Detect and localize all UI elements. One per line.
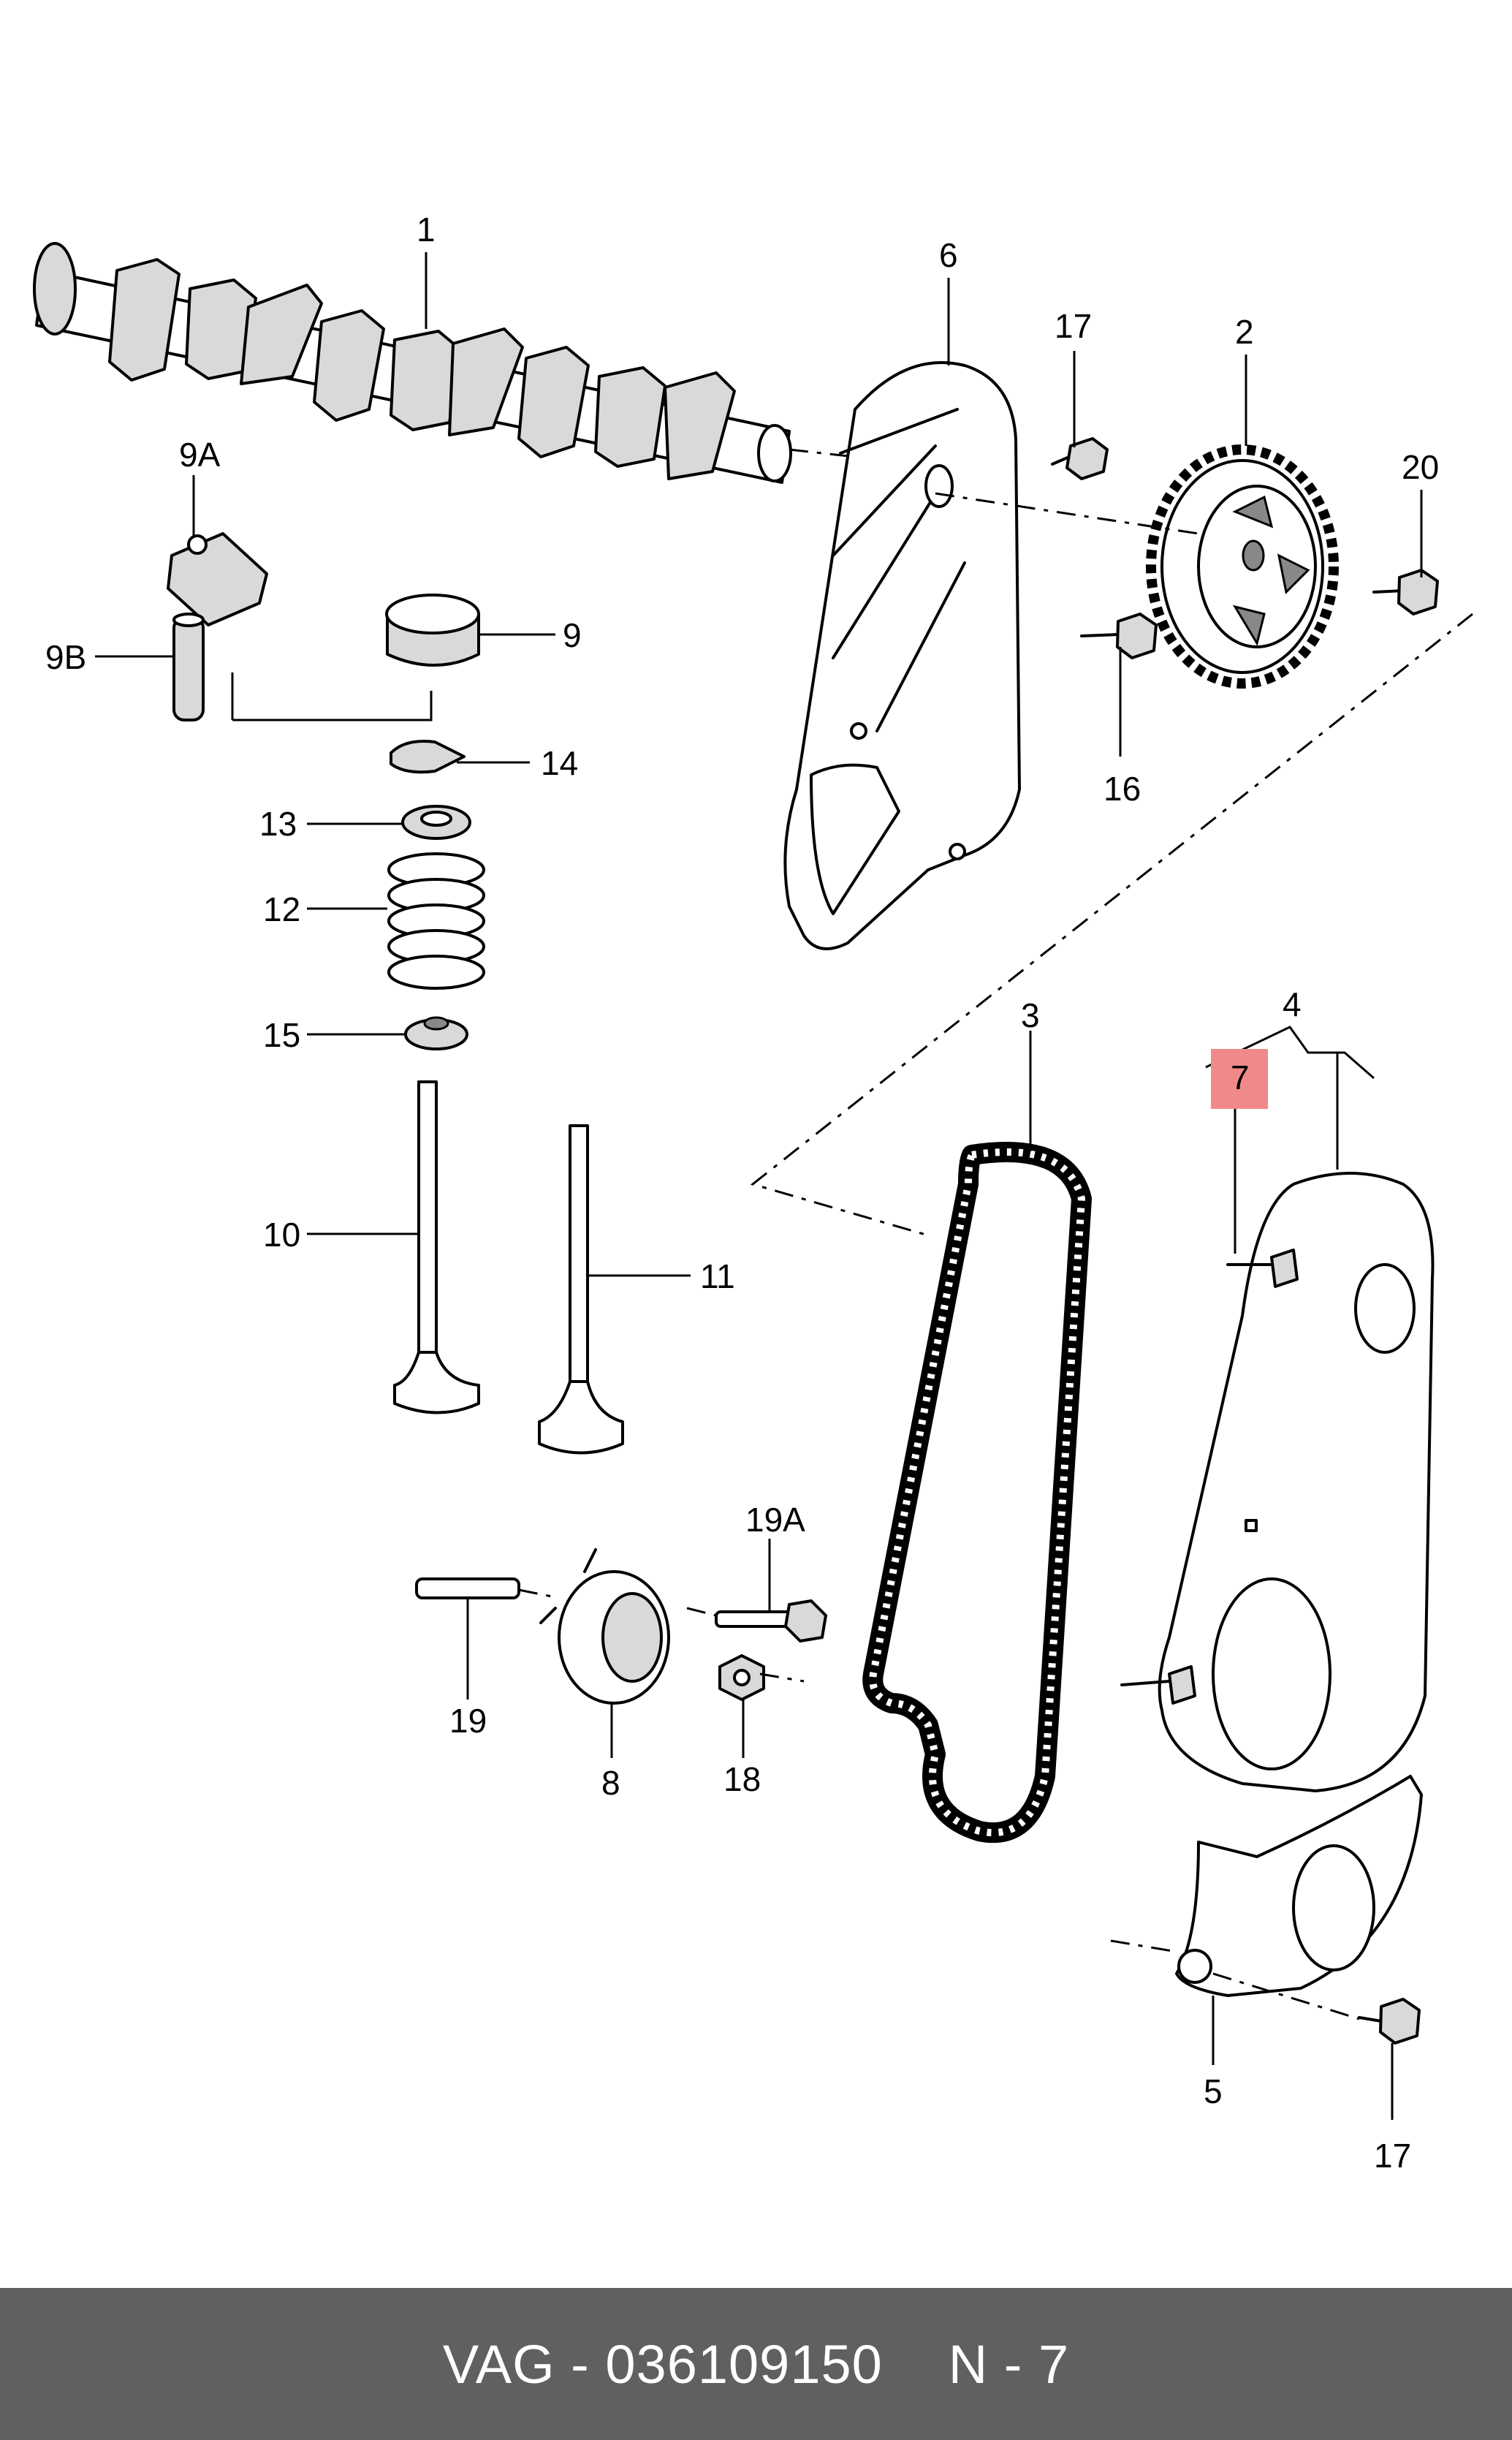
callout-7: 7: [1231, 1058, 1250, 1096]
stud-part: [415, 1577, 520, 1599]
bolt-17-lower-part: [1358, 1998, 1421, 2045]
callout-13: 13: [259, 805, 297, 843]
callout-9a: 9A: [179, 436, 221, 474]
callout-2: 2: [1235, 313, 1254, 351]
callout-11: 11: [700, 1257, 735, 1295]
lower-timing-cover-part: [1175, 1775, 1423, 1997]
hex-nut-part: [718, 1654, 765, 1701]
callout-9b: 9B: [45, 638, 86, 676]
callout-15: 15: [263, 1016, 300, 1054]
callout-17-lower: 17: [1374, 2137, 1411, 2175]
camshaft-sprocket-part: [1146, 444, 1339, 689]
upper-timing-cover-part: [1120, 1172, 1435, 1792]
intake-valve-part: [538, 1124, 624, 1455]
callout-1: 1: [417, 211, 436, 249]
rear-timing-cover-part: [783, 361, 1021, 950]
callout-12: 12: [263, 890, 300, 928]
callout-8: 8: [601, 1764, 620, 1802]
valve-cotter-part: [390, 740, 466, 774]
roller-rocker-part: [167, 532, 268, 626]
page-reference-text: N - 7: [948, 2333, 1070, 2395]
callout-9: 9: [563, 616, 582, 654]
callout-leaders: [95, 252, 1423, 2120]
valve-stem-seal-part: [404, 1016, 468, 1050]
tensioning-roller-part: [539, 1548, 670, 1705]
bolt-20-part: [1372, 569, 1439, 615]
part-number-text: VAG - 036109150: [442, 2333, 883, 2395]
bolt-17-upper-part: [1051, 437, 1109, 480]
part-number-footer: VAG - 036109150 N - 7: [0, 2288, 1512, 2440]
guide-line-9: [232, 691, 433, 721]
callout-14: 14: [541, 744, 578, 782]
camshaft-part: [33, 242, 792, 484]
callout-18: 18: [723, 1760, 761, 1798]
exploded-parts-diagram: 1 6 17 2 20 9A 9B 9 14 13 12 15 10 11 16…: [33, 211, 1473, 2175]
callout-20: 20: [1402, 448, 1439, 486]
callout-3: 3: [1021, 996, 1040, 1034]
callout-19: 19: [449, 1702, 487, 1740]
bolt-16-part: [1080, 613, 1158, 659]
assembly-lines: [518, 448, 1473, 2020]
toothed-belt-part: [862, 1142, 1092, 1844]
exhaust-valve-part: [393, 1080, 480, 1414]
callout-17-upper: 17: [1055, 307, 1092, 345]
callout-4: 4: [1283, 985, 1302, 1023]
hydraulic-tappet-part: [172, 613, 205, 721]
callout-labels: 1 6 17 2 20 9A 9B 9 14 13 12 15 10 11 16…: [45, 211, 1439, 2175]
callout-19a: 19A: [745, 1501, 805, 1539]
bucket-tappet-part: [385, 594, 480, 667]
highlight-box-part-7: [1211, 1049, 1268, 1109]
callout-16: 16: [1103, 770, 1141, 808]
valve-spring-part: [387, 852, 485, 990]
spring-retainer-part: [401, 805, 471, 840]
bolt-19a-part: [715, 1599, 827, 1643]
callout-10: 10: [263, 1216, 300, 1254]
callout-6: 6: [939, 236, 958, 274]
callout-5: 5: [1204, 2072, 1223, 2110]
